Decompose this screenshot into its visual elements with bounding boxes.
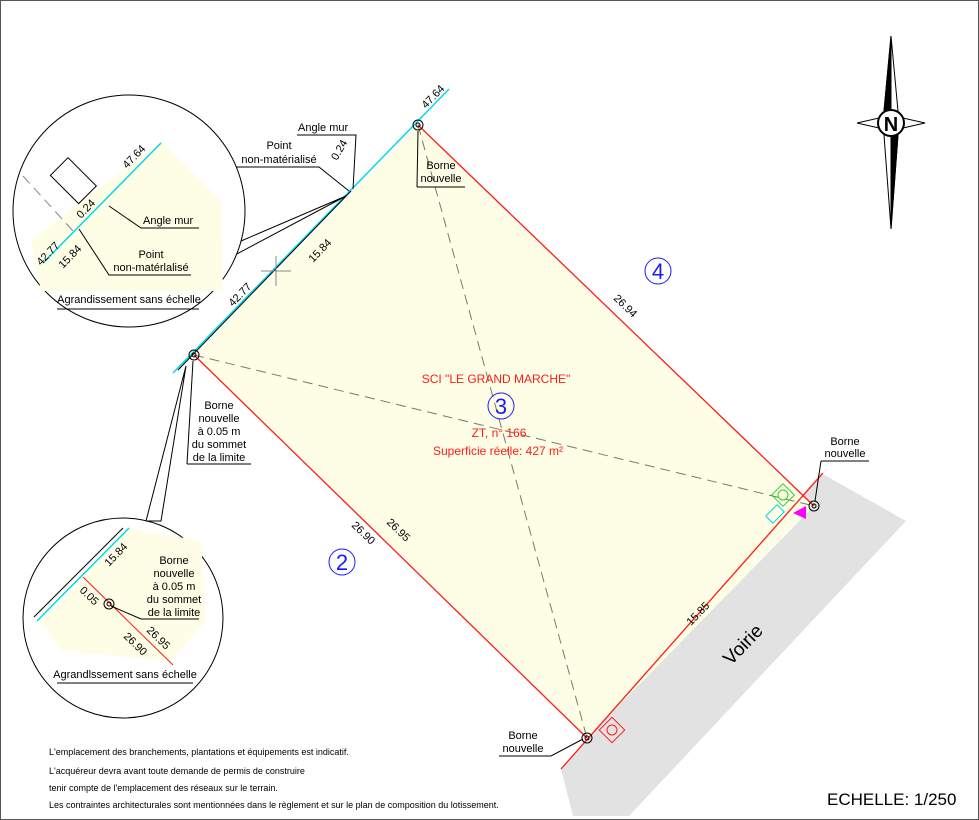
label-borne-left-2: nouvelle [199,413,240,425]
leader-line [236,166,350,192]
zoom2-borne: Borne [159,555,188,567]
label-point-2: non-matérialisé [241,154,316,166]
note-line: tenir compte de l'emplacement des réseau… [49,783,278,793]
zoom2-borne-5: de la limite [148,607,201,619]
zoom2-borne-4: du sommet [147,594,201,606]
wall-line-black [177,190,352,371]
north-arrow-icon [856,35,926,230]
detail-callout-top: 47.64 0.24 42.77 15.84 Angle mur Point n… [12,94,347,328]
network-symbol [770,482,796,508]
leader-line [499,738,584,757]
zoom-label-angle: Angle mur [143,215,193,227]
parcel-area: Superficie réelle: 427 m² [433,444,563,458]
boundary-road [560,472,824,770]
note-line: Les contraintes architecturales sont men… [49,800,499,810]
zoom-caption: Agrandissement sans échelle [57,294,201,306]
leader-line [814,460,822,502]
label-borne-bottom-2: nouvelle [503,743,544,755]
lot-number-right: 4 [652,259,664,284]
label-borne-right-2: nouvelle [825,448,866,460]
parcel-owner: SCI "LE GRAND MARCHE" [422,372,571,386]
label-point: Point [266,140,291,152]
diagonal-dashed [417,124,588,739]
north-label: N [884,114,898,136]
parcel-reference: ZT, n° 166 [472,426,527,440]
leader-line [297,134,357,190]
zoom2-borne-3: à 0.05 m [153,581,196,593]
network-symbol [606,724,618,736]
label-borne-left: Borne [204,400,233,412]
detail-callout-bottom: 15.84 0.05 26.95 26.90 Borne nouvelle à … [22,365,224,719]
lot-number-left: 2 [336,550,348,575]
label-borne-top-2: nouvelle [421,173,462,185]
network-symbol [765,504,785,524]
leader-line [186,360,194,465]
borne-marker-icon [188,119,820,744]
label-borne-top: Borne [426,160,455,172]
lot-number-circle [487,392,515,420]
lot-number-circle [328,548,356,576]
label-borne-left-4: du sommet [192,439,246,451]
lot-number-circle [644,257,672,285]
cross-marker [261,256,291,286]
zoom-label-point: Point [138,249,163,261]
boundary-sw [193,354,588,739]
label-borne-bottom: Borne [508,730,537,742]
network-symbol [777,489,789,501]
network-symbol [598,716,626,744]
label-borne-right: Borne [830,436,859,448]
network-symbol [793,506,806,519]
wall-line [172,88,450,374]
scale-label: ECHELLE: 1/250 [827,790,956,809]
road-area [561,473,906,816]
note-line: L'emplacement des branchements, plantati… [49,747,349,757]
leader-line [416,130,419,188]
zoom2-borne-2: nouvelle [154,568,195,580]
zoom2-caption: Agrandlssement sans échelle [53,669,197,681]
zoom-label-point-2: non-matérlalisé [113,262,188,274]
diagonal-dashed [193,354,815,507]
note-line: L'acquéreur devra avant toute demande de… [49,766,305,776]
boundary-ne [417,124,815,507]
dim-nw-top: 47.64 [420,83,448,111]
label-angle-mur: Angle mur [298,122,348,134]
lot-number: 3 [495,394,507,419]
label-borne-left-3: à 0.05 m [198,426,241,438]
label-borne-left-5: de la limite [193,452,246,464]
dim-offset: 0.24 [329,138,350,163]
parcel-3 [194,125,814,738]
